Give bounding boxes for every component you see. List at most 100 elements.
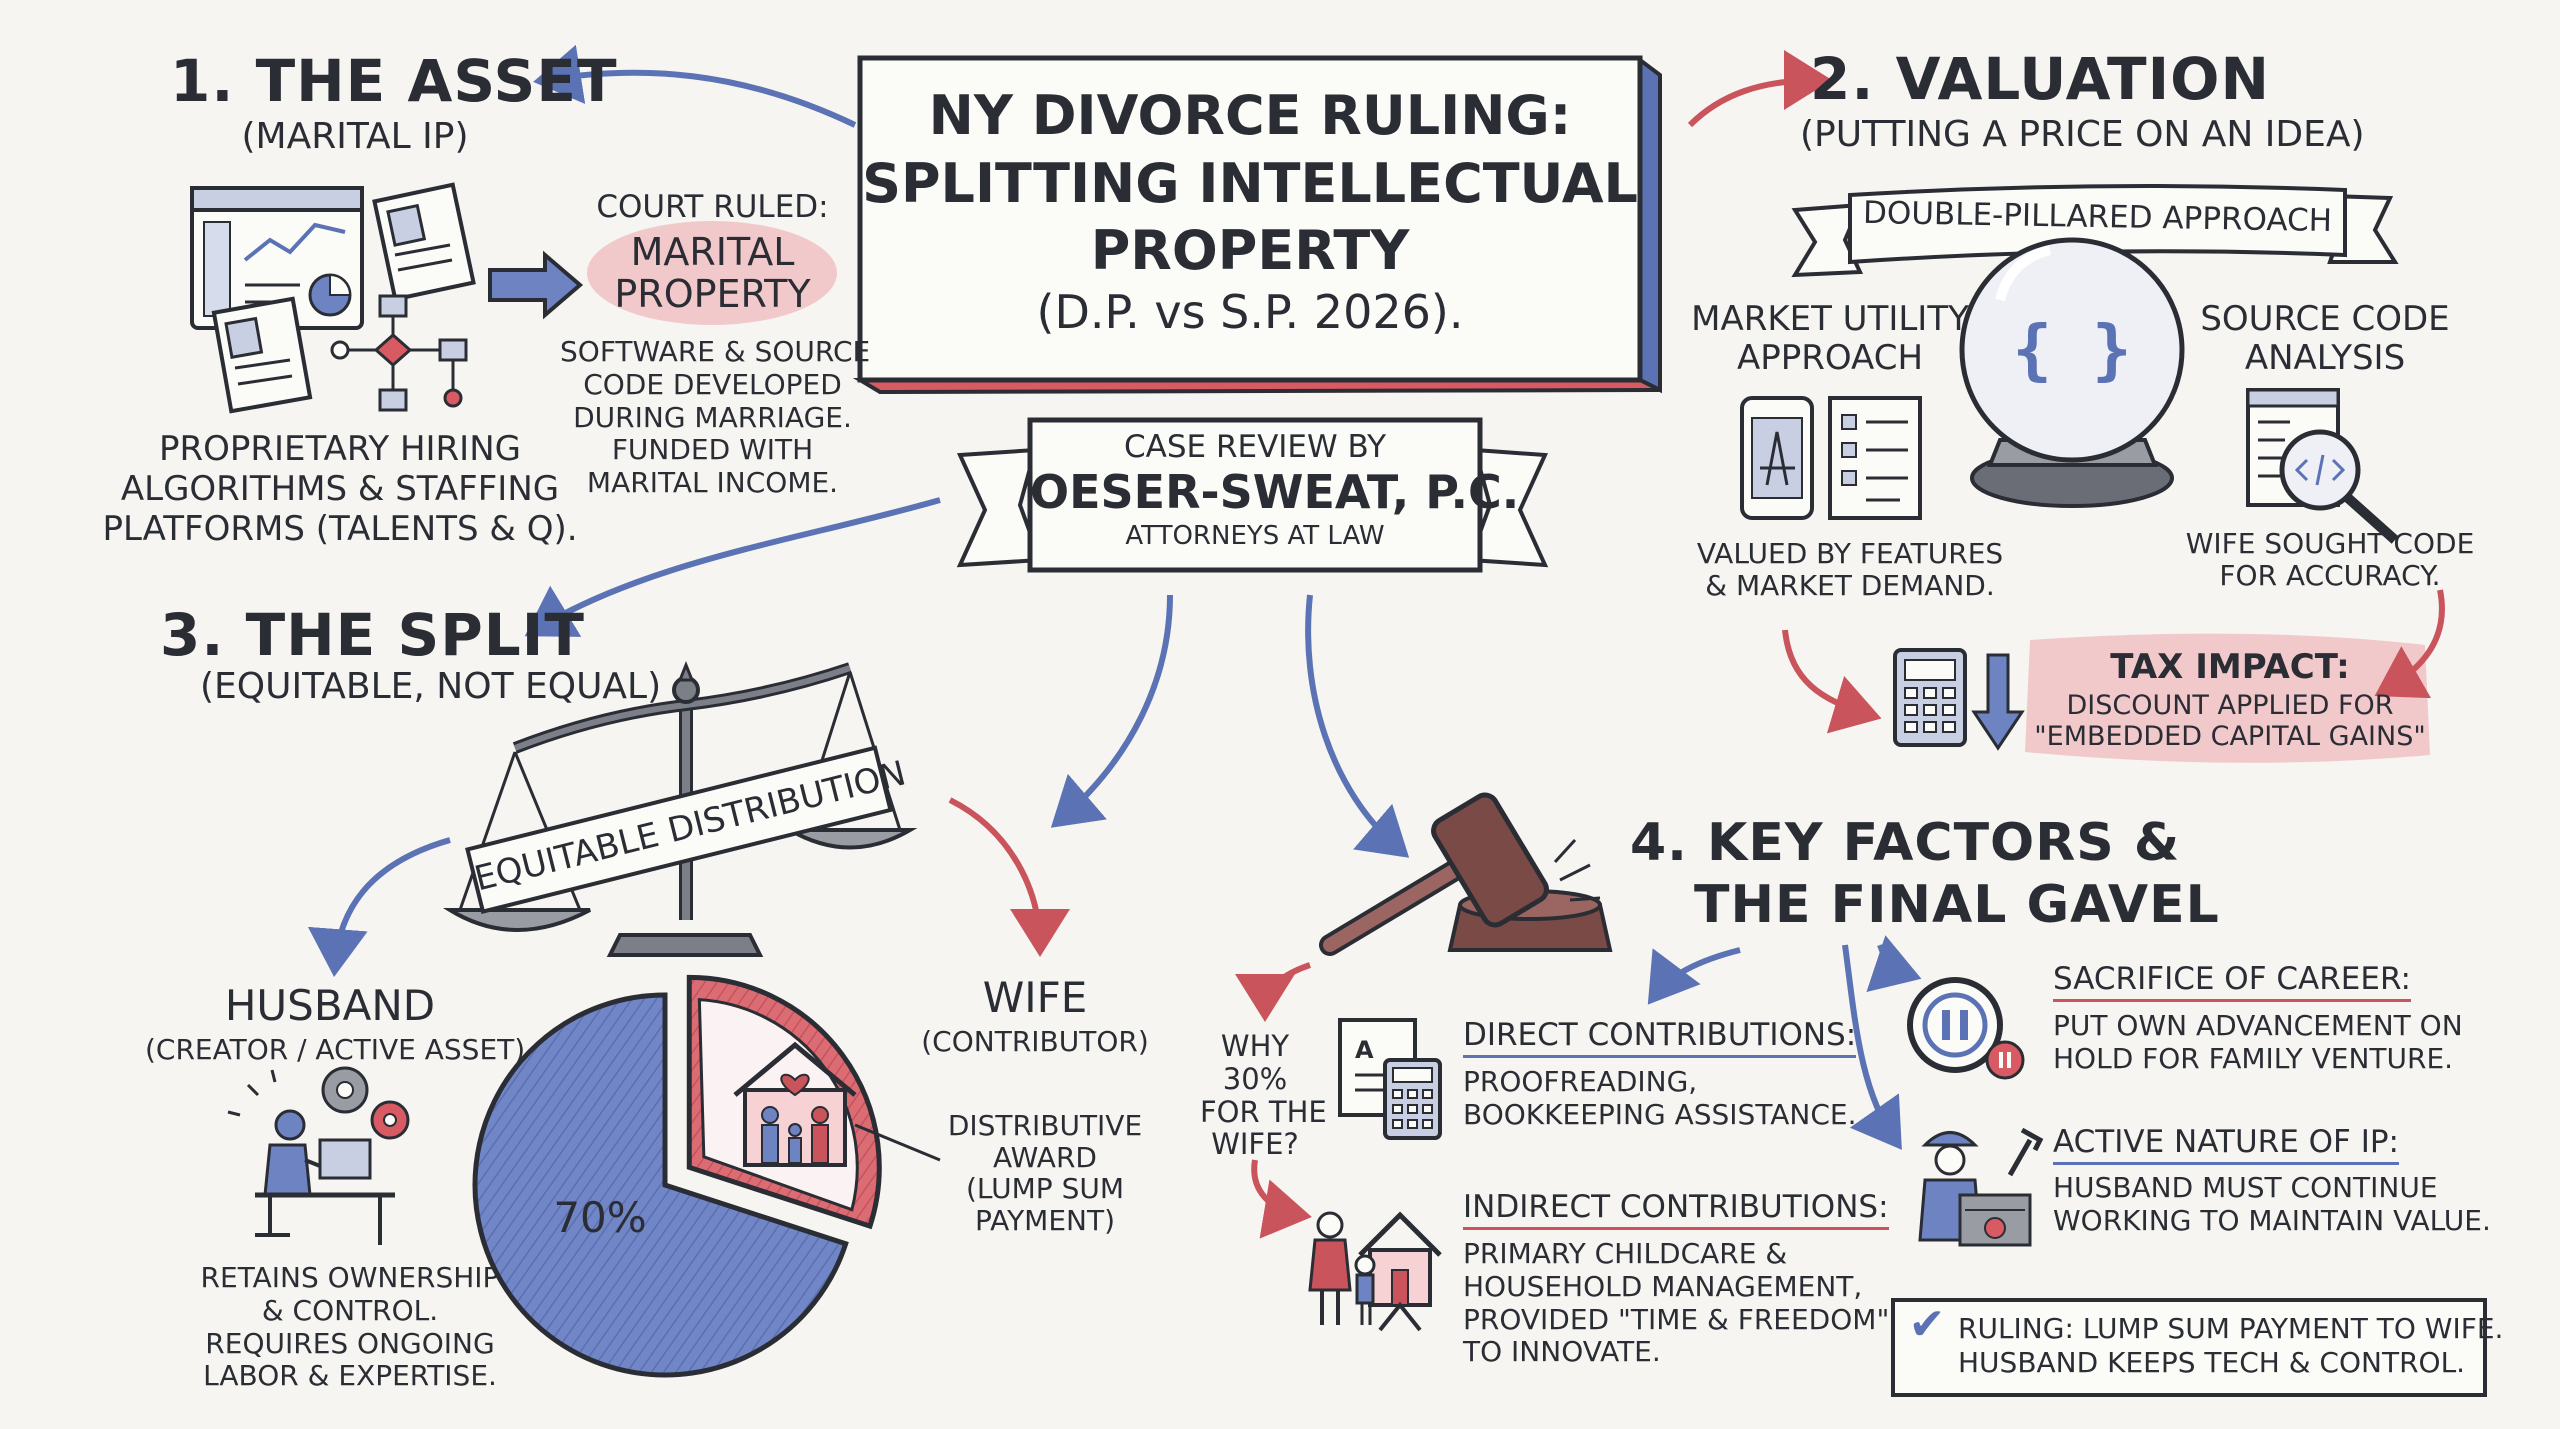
calculator-icon	[1893, 648, 1967, 747]
platforms-line: PLATFORMS (TALENTS & Q).	[102, 508, 578, 549]
asset-desc-line: DURING MARRIAGE.	[573, 400, 852, 434]
market-note: VALUED BY FEATURES & MARKET DEMAND.	[1680, 537, 2020, 603]
worker-with-wrench-icon	[1918, 1127, 2044, 1247]
direct-line: PROOFREADING,	[1463, 1065, 1698, 1098]
factors-heading-line-2: THE FINAL GAVEL	[1694, 875, 2220, 936]
indirect-contributions-text: PRIMARY CHILDCARE & HOUSEHOLD MANAGEMENT…	[1463, 1237, 1889, 1369]
ruling-text: RULING: LUMP SUM PAYMENT TO WIFE. HUSBAN…	[1958, 1312, 2503, 1379]
platforms-line: PROPRIETARY HIRING	[159, 429, 521, 469]
title-to-valuation-arrow	[1687, 50, 1832, 128]
wife-label: WIFE	[982, 973, 1088, 1022]
scale-to-wife-arrow	[948, 797, 1070, 957]
source-note-line: WIFE SOUGHT CODE	[2185, 527, 2475, 560]
banner-to-gavel-arrow	[1305, 594, 1410, 858]
source-note: WIFE SOUGHT CODE FOR ACCURACY.	[2160, 527, 2500, 593]
why-line: WIFE?	[1211, 1127, 1299, 1162]
gavel-icon	[1319, 792, 1613, 956]
title-to-asset-arrow	[533, 44, 857, 128]
source-code-line-1: SOURCE CODE	[2200, 299, 2450, 339]
marital-property-label: MARITAL PROPERTY	[580, 231, 845, 316]
code-braces-symbol: { }	[2012, 311, 2132, 388]
split-subheading: (EQUITABLE, NOT EQUAL)	[200, 666, 662, 707]
asset-desc-line: SOFTWARE & SOURCE	[560, 335, 871, 368]
why-line: WHY	[1220, 1029, 1290, 1063]
husband-at-desk-icon	[227, 1066, 410, 1245]
review-banner-ribbon	[956, 417, 1549, 573]
pie-slice-husband	[472, 992, 849, 1378]
resume-document-icon	[372, 182, 476, 302]
why-line: FOR THE	[1200, 1094, 1327, 1129]
flowchart-icon	[330, 294, 468, 412]
sacrifice-text: PUT OWN ADVANCEMENT ON HOLD FOR FAMILY V…	[2053, 1009, 2463, 1076]
heading-to-sacrifice-arrow	[1866, 935, 1922, 993]
asset-subheading: (MARITAL IP)	[241, 116, 469, 157]
title-box	[852, 55, 1662, 395]
double-pillared-ribbon	[1791, 184, 2399, 278]
ruling-line: HUSBAND KEEPS TECH & CONTROL.	[1958, 1345, 2466, 1379]
sacrifice-heading-text: SACRIFICE OF CAREER:	[2053, 961, 2411, 1002]
pause-career-icon	[1907, 977, 2025, 1080]
code-analysis-magnifier-icon	[2246, 388, 2399, 544]
down-arrow-icon	[1971, 653, 2025, 751]
asset-description: SOFTWARE & SOURCE CODE DEVELOPED DURING …	[560, 335, 871, 500]
tax-impact-text: DISCOUNT APPLIED FOR "EMBEDDED CAPITAL G…	[2030, 690, 2430, 752]
checklist-icon	[1828, 396, 1922, 520]
retains-line: RETAINS OWNERSHIP	[200, 1261, 500, 1294]
valuation-heading: 2. VALUATION	[1810, 45, 2270, 113]
ruling-line: RULING: LUMP SUM PAYMENT TO WIFE.	[1958, 1312, 2504, 1345]
asset-desc-line: FUNDED WITH	[611, 433, 814, 467]
heading-to-active-arrow	[1842, 944, 1902, 1150]
indirect-heading-text: INDIRECT CONTRIBUTIONS:	[1463, 1189, 1889, 1230]
active-line: WORKING TO MAINTAIN VALUE.	[2053, 1203, 2491, 1237]
title-line-3: PROPERTY	[1090, 219, 1410, 282]
valuation-subheading: (PUTTING A PRICE ON AN IDEA)	[1800, 114, 2365, 155]
equitable-distribution-ribbon	[465, 745, 893, 914]
market-utility-line-1: MARKET UTILITY	[1691, 299, 1969, 339]
sacrifice-heading: SACRIFICE OF CAREER:	[2053, 961, 2411, 1002]
gavel-to-why-arrow	[1235, 962, 1311, 1022]
factors-heading: 4. KEY FACTORS & THE FINAL GAVEL	[1630, 812, 2220, 937]
husband-label: HUSBAND	[224, 981, 436, 1030]
indirect-line: TO INNOVATE.	[1463, 1335, 1661, 1369]
retains-line: REQUIRES ONGOING	[205, 1326, 495, 1360]
heading-to-direct-arrow	[1647, 947, 1741, 1005]
app-store-phone-icon	[1740, 396, 1814, 520]
tax-impact-heading: TAX IMPACT:	[2110, 647, 2350, 687]
court-ruled-label: COURT RULED:	[596, 189, 829, 225]
active-heading-text: ACTIVE NATURE OF IP:	[2053, 1124, 2399, 1165]
retains-line: LABOR & EXPERTISE.	[203, 1359, 497, 1393]
sacrifice-line: HOLD FOR FAMILY VENTURE.	[2053, 1041, 2454, 1075]
profile-document-icon	[211, 296, 313, 414]
platforms-line: ALGORITHMS & STAFFING	[120, 468, 560, 509]
banner-to-split-arrow	[524, 497, 941, 637]
direct-line: BOOKKEEPING ASSISTANCE.	[1463, 1097, 1857, 1131]
ruling-check-icon: ✔	[1908, 1299, 1946, 1350]
marital-property-highlight	[587, 221, 837, 325]
sacrifice-line: PUT OWN ADVANCEMENT ON	[2053, 1009, 2463, 1042]
source-code-line-2: ANALYSIS	[2244, 338, 2406, 379]
scale-to-husband-arrow	[307, 837, 451, 977]
banner-to-wife-arrow	[1050, 594, 1173, 828]
asset-desc-line: MARITAL INCOME.	[586, 466, 839, 499]
why-30-label: WHY 30% FOR THE WIFE?	[1200, 1029, 1327, 1162]
factors-heading-line-1: 4. KEY FACTORS &	[1630, 813, 2181, 873]
active-line: HUSBAND MUST CONTINUE	[2053, 1171, 2438, 1204]
review-by-label: CASE REVIEW BY	[1123, 429, 1387, 465]
asset-heading: 1. THE ASSET	[170, 47, 618, 115]
distributive-award-label: DISTRIBUTIVE AWARD (LUMP SUM PAYMENT)	[930, 1110, 1160, 1237]
market-utility-line-2: APPROACH	[1736, 338, 1924, 379]
asset-desc-line: CODE DEVELOPED	[583, 367, 842, 401]
marital-property-line-2: PROPERTY	[614, 271, 811, 316]
ruling-box	[1891, 1298, 2487, 1397]
family-house-icon	[1308, 1211, 1442, 1332]
direct-heading-text: DIRECT CONTRIBUTIONS:	[1463, 1017, 1857, 1058]
market-utility-label: MARKET UTILITY APPROACH	[1690, 299, 1970, 379]
wife-sublabel: (CONTRIBUTOR)	[921, 1025, 1149, 1058]
crystal-ball-icon	[1959, 237, 2185, 508]
active-ip-text: HUSBAND MUST CONTINUE WORKING TO MAINTAI…	[2053, 1171, 2491, 1238]
market-note-line: & MARKET DEMAND.	[1705, 569, 1995, 603]
documents-calculator-icon: A	[1338, 1018, 1442, 1140]
tax-impact-line: "EMBEDDED CAPITAL GAINS"	[2034, 721, 2426, 753]
source-note-line: FOR ACCURACY.	[2219, 559, 2441, 593]
award-line: (LUMP SUM	[966, 1172, 1124, 1206]
